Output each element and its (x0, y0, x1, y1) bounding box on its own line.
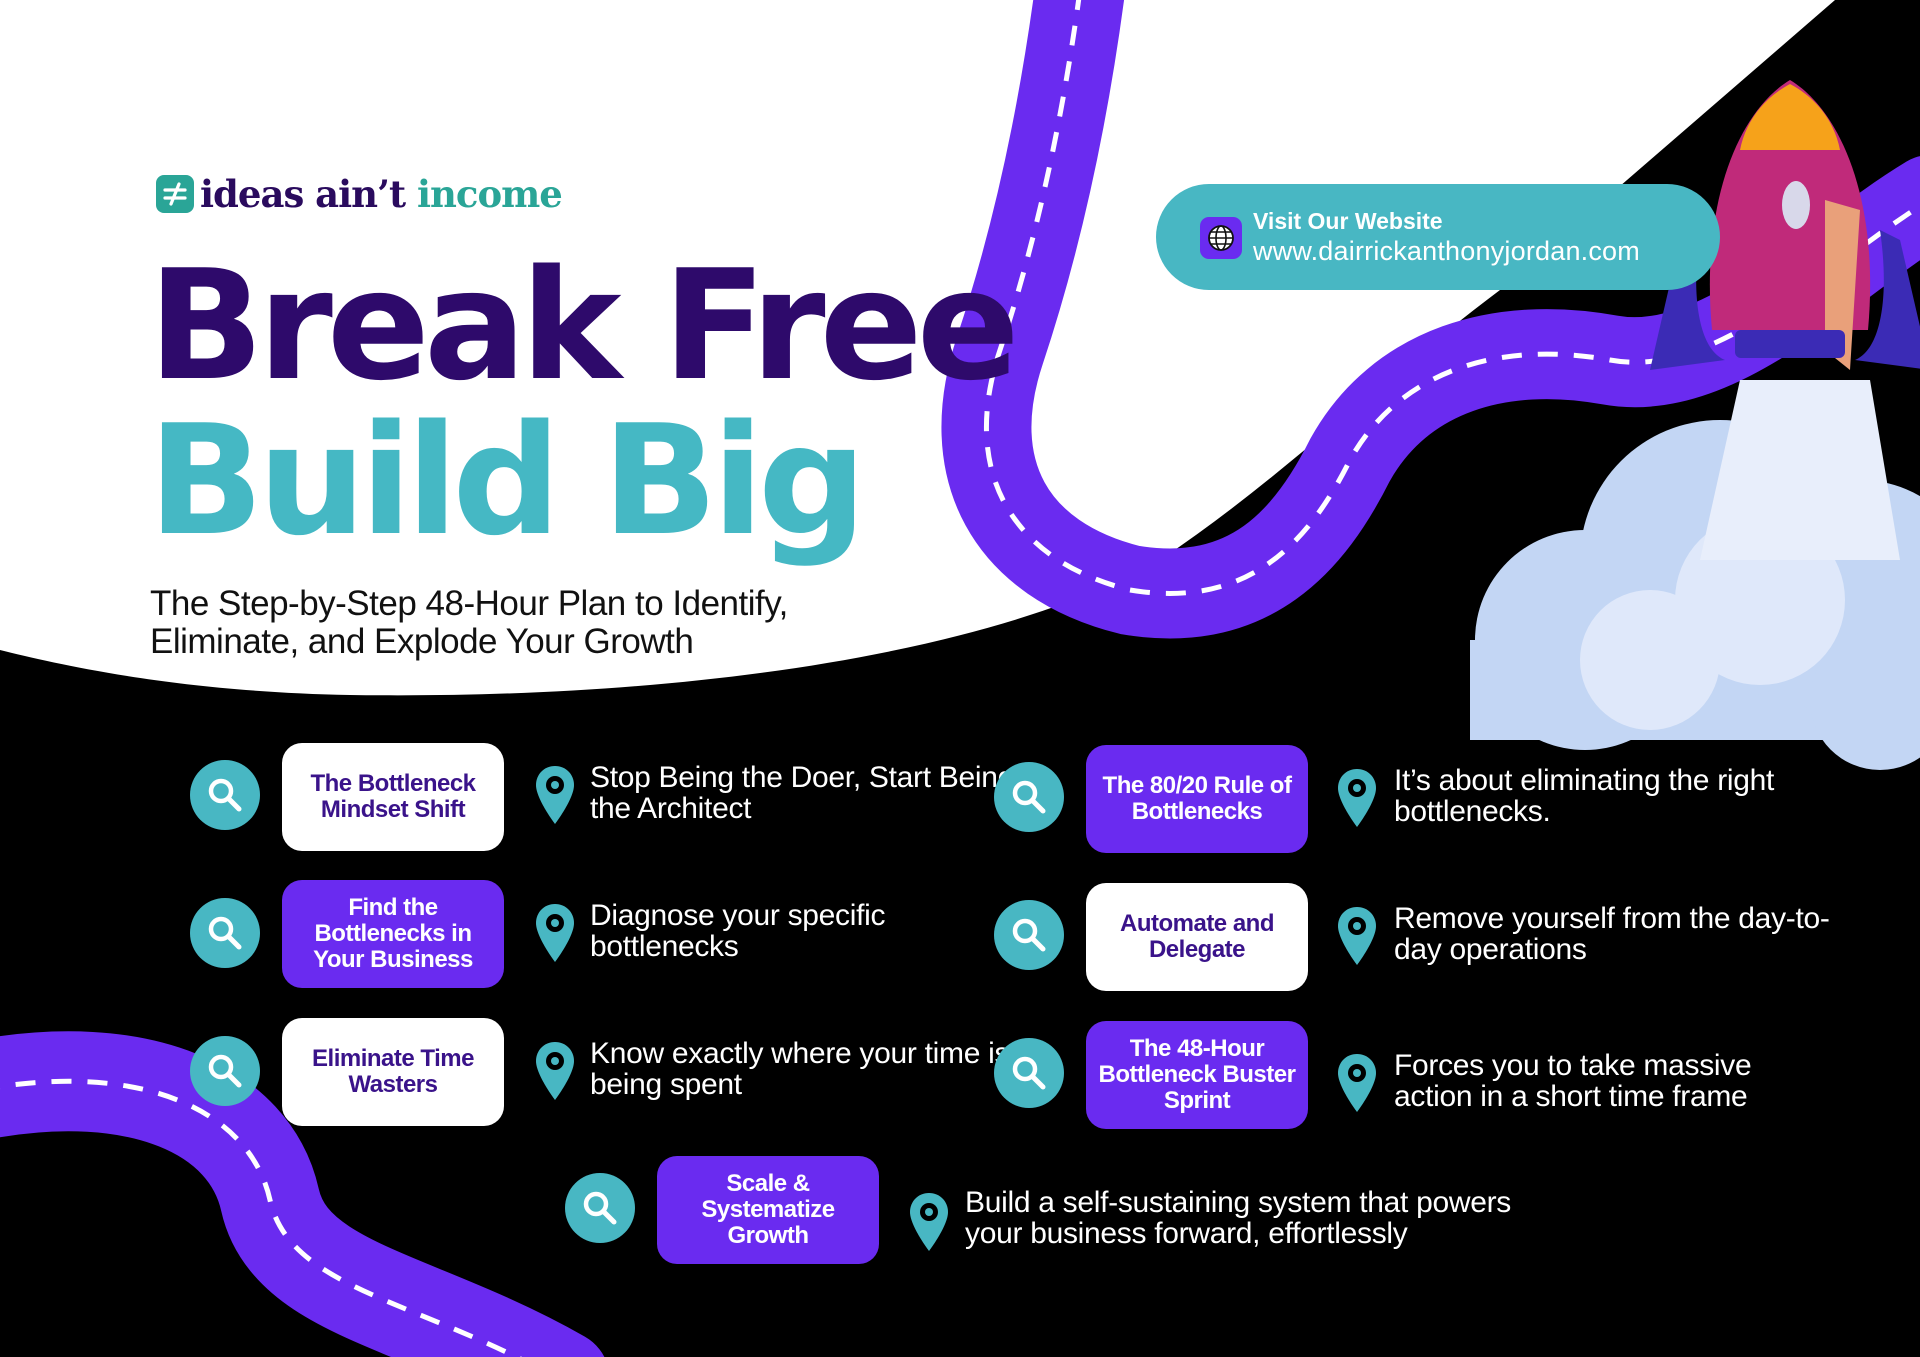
smoke-trail (1700, 380, 1900, 560)
magnifier-icon (190, 898, 260, 968)
subtitle: The Step-by-Step 48-Hour Plan to Identif… (150, 584, 788, 661)
step-title: Eliminate Time Wasters (312, 1045, 474, 1098)
step-title-box: The 48-Hour Bottleneck Buster Sprint (1086, 1021, 1308, 1129)
step-title-box: Eliminate Time Wasters (282, 1018, 504, 1126)
location-pin-icon (534, 1040, 576, 1102)
location-pin-icon (534, 902, 576, 964)
step-description: Know exactly where your time is being sp… (590, 1037, 1010, 1101)
magnifier-icon (190, 1036, 260, 1106)
location-pin-icon (534, 764, 576, 826)
step-description: Diagnose your specific bottlenecks (590, 899, 886, 963)
magnifier-icon (994, 900, 1064, 970)
rocket-icon (1650, 80, 1920, 370)
step-title: The 48-Hour Bottleneck Buster Sprint (1098, 1035, 1296, 1114)
step-description: Remove yourself from the day-to-day oper… (1394, 902, 1830, 966)
step-title-box: Automate and Delegate (1086, 883, 1308, 991)
website-label: Visit Our Website (1253, 208, 1443, 234)
website-pill[interactable] (1156, 184, 1720, 290)
location-pin-icon (908, 1191, 950, 1253)
brand-name-suffix: income (416, 172, 563, 216)
magnifier-icon (994, 1038, 1064, 1108)
step-description: It’s about eliminating the right bottlen… (1394, 764, 1775, 828)
step-title: Find the Bottlenecks in Your Business (313, 894, 473, 973)
step-title-box: The Bottleneck Mindset Shift (282, 743, 504, 851)
step-title: The 80/20 Rule of Bottlenecks (1102, 772, 1292, 825)
website-link[interactable]: www.dairrickanthonyjordan.com (1253, 236, 1640, 266)
brand-logo: ideas ain’t income (156, 172, 563, 216)
brand-name-prefix: ideas ain’t (200, 172, 406, 216)
location-pin-icon (1336, 767, 1378, 829)
step-description: Forces you to take massive action in a s… (1394, 1049, 1752, 1113)
location-pin-icon (1336, 905, 1378, 967)
magnifier-icon (994, 762, 1064, 832)
step-title: Automate and Delegate (1119, 910, 1275, 963)
magnifier-icon (565, 1173, 635, 1243)
step-title: Scale & Systematize Growth (701, 1170, 835, 1249)
white-wave-area (0, 0, 1835, 696)
step-description: Build a self-sustaining system that powe… (965, 1186, 1511, 1250)
step-title-box: Scale & Systematize Growth (657, 1156, 879, 1264)
title-line-2: Build Big (148, 392, 867, 569)
road-bottom (0, 1031, 605, 1357)
not-equal-icon (156, 175, 194, 213)
location-pin-icon (1336, 1052, 1378, 1114)
magnifier-icon (190, 760, 260, 830)
step-title-box: Find the Bottlenecks in Your Business (282, 880, 504, 988)
step-description: Stop Being the Doer, Start Being the Arc… (590, 761, 1015, 825)
step-title: The Bottleneck Mindset Shift (310, 770, 476, 823)
step-title-box: The 80/20 Rule of Bottlenecks (1086, 745, 1308, 853)
title-line-1: Break Free (148, 237, 1020, 414)
globe-icon (1200, 217, 1242, 259)
